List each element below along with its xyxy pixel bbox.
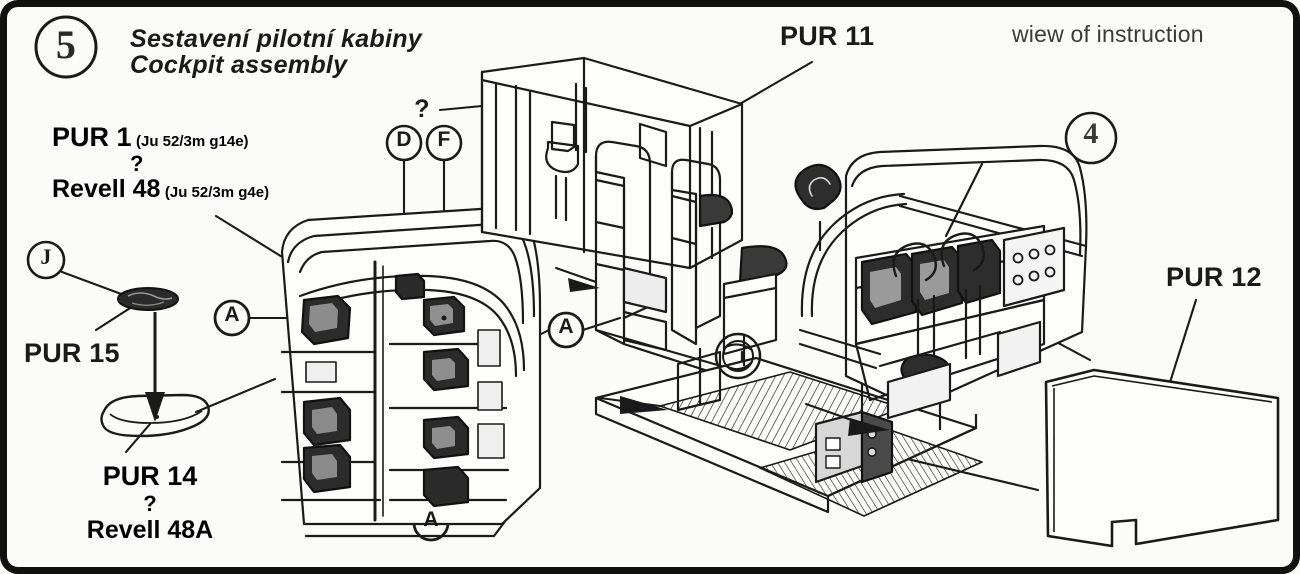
pur-1-variant: (Ju 52/3m g14e) bbox=[135, 133, 249, 150]
cockpit-floor bbox=[594, 332, 983, 517]
right-cockpit-section bbox=[794, 144, 1088, 432]
pur-14-revell-48a-group: PUR 14 ? Revell 48A bbox=[60, 461, 240, 545]
marker-a-2: A bbox=[558, 315, 574, 338]
title-english: Cockpit assembly bbox=[130, 51, 348, 80]
pur-11-label: PUR 11 bbox=[780, 21, 875, 51]
pur-1-label: PUR 1 bbox=[52, 122, 132, 152]
revell-48-row: Revell 48 (Ju 52/3m g4e) bbox=[52, 175, 269, 204]
revell-48-variant: (Ju 52/3m g4e) bbox=[164, 183, 270, 201]
pur-1-row: PUR 1 (Ju 52/3m g14e) bbox=[52, 122, 269, 153]
marker-j: J bbox=[40, 244, 52, 269]
pur-14-alt-marker: ? bbox=[143, 491, 157, 516]
marker-d: D bbox=[396, 128, 412, 151]
step-number: 5 bbox=[55, 22, 77, 67]
marker-d-f-question: ? bbox=[414, 95, 430, 123]
pur-1-alt-marker: ? bbox=[130, 151, 144, 176]
pur-12-panel bbox=[1044, 368, 1280, 548]
assembly-arrow-pur15 bbox=[145, 312, 165, 422]
page-title: Sestavení pilotní kabiny Cockpit assembl… bbox=[130, 26, 422, 79]
revell-48-label: Revell 48 bbox=[52, 174, 161, 203]
marker-subassembly-4: 4 bbox=[1083, 117, 1099, 150]
marker-f: F bbox=[437, 128, 451, 151]
pur-1-revell-48-group: PUR 1 (Ju 52/3m g14e) ? Revell 48 (Ju 52… bbox=[52, 122, 269, 204]
revell-48a-label: Revell 48A bbox=[86, 515, 214, 544]
marker-a-1: A bbox=[224, 303, 240, 326]
pur-12-label: PUR 12 bbox=[1166, 262, 1262, 292]
marker-a-3: A bbox=[423, 508, 439, 531]
pur-14-label: PUR 14 bbox=[102, 461, 198, 491]
title-czech: Sestavení pilotní kabiny bbox=[130, 25, 423, 53]
view-note: wiew of instruction bbox=[1012, 21, 1204, 47]
pur-15-label: PUR 15 bbox=[24, 338, 120, 368]
left-sidewall-panel bbox=[280, 206, 542, 538]
pur-15-part bbox=[117, 287, 179, 311]
